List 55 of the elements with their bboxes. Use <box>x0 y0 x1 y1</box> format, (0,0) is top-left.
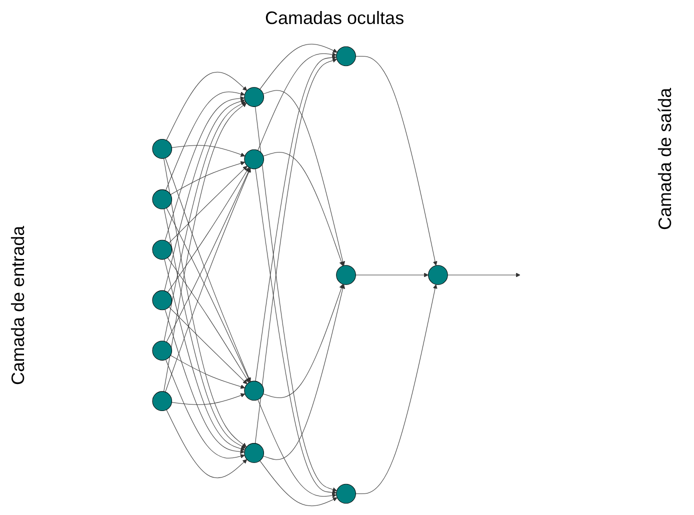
node-circle <box>152 391 172 412</box>
node-circle <box>152 138 172 159</box>
node-circle <box>152 290 172 310</box>
node-circle <box>244 149 264 170</box>
arrow <box>164 102 247 392</box>
node-circle <box>244 87 264 107</box>
arrow <box>447 272 520 278</box>
arrow <box>168 166 248 244</box>
layer-label: Camadas ocultas <box>265 8 404 29</box>
arrow <box>164 99 246 292</box>
arrow <box>164 96 245 241</box>
arrow <box>166 168 250 342</box>
arrow <box>171 393 246 405</box>
node-circle <box>336 265 356 285</box>
arrow <box>170 161 246 195</box>
node-circle <box>152 340 172 361</box>
arrow <box>355 56 438 266</box>
arrow <box>171 145 246 157</box>
arrow <box>164 208 246 449</box>
arrow <box>262 284 346 460</box>
arrow <box>260 460 338 506</box>
arrow <box>164 158 247 448</box>
arrow <box>166 92 245 191</box>
arrow <box>164 258 246 451</box>
node-circle <box>244 380 264 401</box>
arrow <box>255 55 337 382</box>
node-circle <box>244 443 264 463</box>
node-circle <box>336 484 356 504</box>
layer-label: Camada de saída <box>655 88 676 230</box>
arrow <box>262 90 346 266</box>
arrow <box>355 272 429 278</box>
arrow <box>355 284 438 494</box>
arrow <box>255 168 337 495</box>
arrow <box>262 284 344 398</box>
arrow <box>254 58 338 444</box>
arrow <box>168 306 248 384</box>
node-circle <box>428 265 448 285</box>
arrow <box>166 72 248 140</box>
arrow <box>262 152 344 266</box>
arrow <box>167 167 250 293</box>
arrow <box>258 399 337 498</box>
arrow <box>260 44 338 90</box>
arrow <box>167 257 250 383</box>
arrow <box>164 309 245 454</box>
node-circle <box>152 189 172 210</box>
arrow <box>170 355 246 389</box>
arrow <box>258 52 337 151</box>
layer-label: Camada de entrada <box>8 226 29 385</box>
node-circle <box>152 240 172 260</box>
arrow <box>254 106 338 492</box>
arrow <box>166 359 245 458</box>
arrow <box>164 101 246 342</box>
node-circle <box>336 46 356 66</box>
arrow <box>166 208 250 382</box>
arrow <box>166 410 248 478</box>
